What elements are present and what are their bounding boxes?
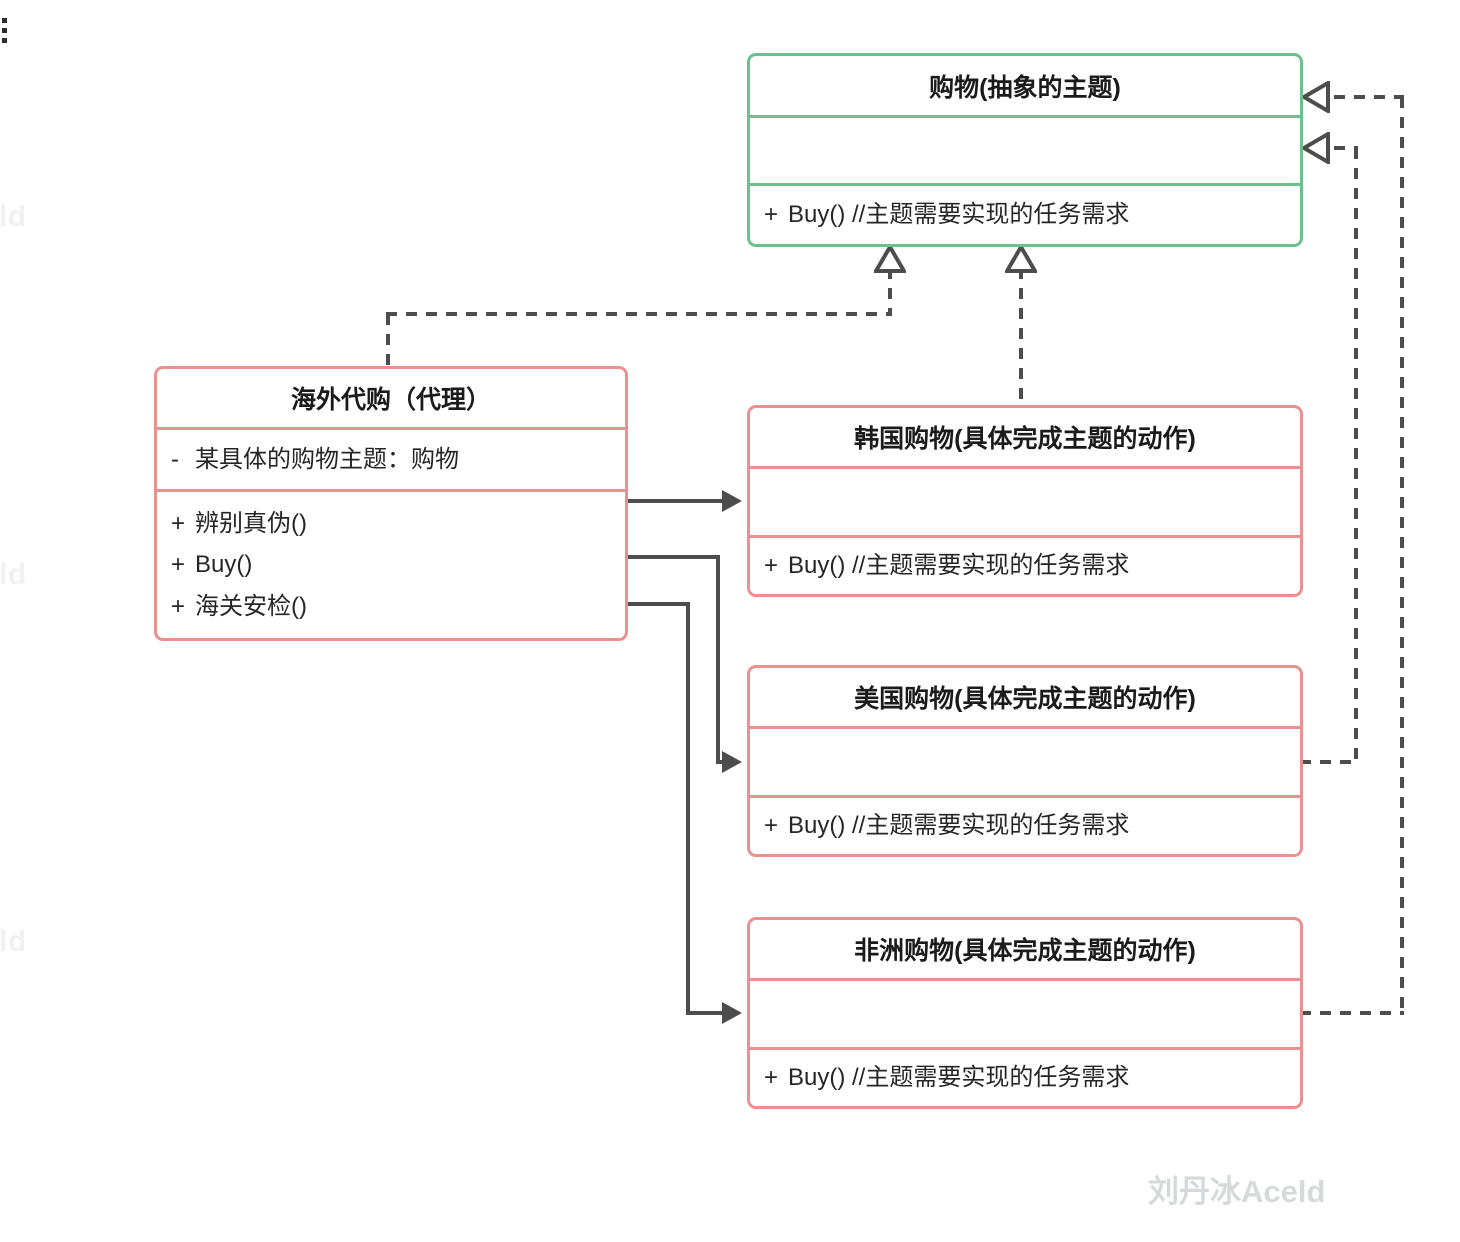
edge-watermark: eld — [0, 558, 27, 591]
member-text: 辨别真伪() — [195, 510, 307, 538]
relation-proxy-usa-segment-h2 — [716, 760, 726, 764]
class-attributes-africa — [750, 981, 1300, 1047]
author-watermark: 刘丹冰Aceld — [1148, 1174, 1326, 1209]
class-member-row: -某具体的购物主题：购物 — [171, 439, 625, 480]
class-methods-africa: + Buy() //主题需要实现的任务需求 — [750, 1050, 1300, 1106]
class-title-usa: 美国购物(具体完成主题的动作) — [854, 685, 1196, 713]
member-text: Buy() //主题需要实现的任务需求 — [788, 200, 1130, 228]
class-divider — [750, 978, 1300, 981]
class-member-row: + Buy() //主题需要实现的任务需求 — [764, 805, 1300, 846]
relation-usa-subject-segment-h2 — [1334, 146, 1358, 150]
class-title-africa: 非洲购物(具体完成主题的动作) — [854, 937, 1196, 965]
class-box-proxy[interactable]: 海外代购（代理） -某具体的购物主题：购物 + 辨别真伪() + Buy() + 海关… — [154, 366, 628, 641]
class-member-row: + Buy() — [171, 544, 625, 585]
relation-proxy-korea-segment-h — [628, 499, 726, 503]
realization-arrowhead-left-africa — [1302, 81, 1330, 113]
vertical-ellipsis-icon — [2, 18, 12, 50]
member-text: 某具体的购物主题：购物 — [195, 445, 459, 473]
relation-proxy-africa-segment-h2 — [686, 1011, 726, 1015]
class-member-row: + 辨别真伪() — [171, 503, 625, 544]
relation-proxy-usa-segment-h1 — [628, 555, 720, 559]
visibility-marker: + — [764, 552, 779, 580]
relation-usa-subject-segment-h1 — [1300, 760, 1358, 764]
association-arrowhead-usa — [722, 751, 742, 773]
visibility-marker: + — [171, 551, 186, 579]
member-text: Buy() //主题需要实现的任务需求 — [788, 552, 1130, 580]
class-box-africa[interactable]: 非洲购物(具体完成主题的动作) + Buy() //主题需要实现的任务需求 — [747, 917, 1303, 1109]
member-text: Buy() //主题需要实现的任务需求 — [788, 1064, 1130, 1092]
visibility-marker: - — [171, 445, 179, 473]
class-divider — [750, 1047, 1300, 1050]
visibility-marker: + — [171, 510, 186, 538]
relation-africa-subject-segment-v — [1400, 97, 1404, 1015]
association-arrowhead-korea — [722, 490, 742, 512]
member-text: 海关安检() — [195, 592, 307, 620]
class-member-row: + Buy() //主题需要实现的任务需求 — [764, 1057, 1300, 1098]
class-divider — [750, 115, 1300, 118]
class-methods-korea: + Buy() //主题需要实现的任务需求 — [750, 538, 1300, 594]
class-methods-usa: + Buy() //主题需要实现的任务需求 — [750, 798, 1300, 854]
class-divider — [750, 726, 1300, 729]
visibility-marker: + — [171, 592, 186, 620]
visibility-marker: + — [764, 1064, 779, 1092]
class-divider — [157, 489, 625, 492]
class-divider — [750, 535, 1300, 538]
relation-proxy-subject-segment-v2 — [888, 268, 892, 316]
class-attributes-usa — [750, 729, 1300, 795]
class-member-row: + 海关安检() — [171, 586, 625, 627]
class-divider — [750, 183, 1300, 186]
class-divider — [750, 795, 1300, 798]
relation-usa-subject-segment-v — [1354, 148, 1358, 762]
class-divider — [750, 466, 1300, 469]
realization-arrowhead-up-korea — [1005, 245, 1037, 273]
relation-proxy-africa-segment-v — [686, 602, 690, 1013]
relation-proxy-usa-segment-v — [716, 555, 720, 762]
edge-watermark: eld — [0, 200, 27, 233]
class-methods-subject: + Buy() //主题需要实现的任务需求 — [750, 186, 1300, 243]
class-member-row: + Buy() //主题需要实现的任务需求 — [764, 194, 1300, 235]
class-box-subject[interactable]: 购物(抽象的主题) + Buy() //主题需要实现的任务需求 — [747, 53, 1303, 247]
class-attributes-korea — [750, 469, 1300, 535]
relation-proxy-subject-segment-v — [386, 314, 390, 368]
class-methods-proxy: + 辨别真伪() + Buy() + 海关安检() — [157, 492, 625, 638]
relation-proxy-africa-segment-h1 — [628, 602, 690, 606]
class-title-korea: 韩国购物(具体完成主题的动作) — [854, 425, 1196, 453]
visibility-marker: + — [764, 812, 779, 840]
class-divider — [157, 427, 625, 430]
class-box-korea[interactable]: 韩国购物(具体完成主题的动作) + Buy() //主题需要实现的任务需求 — [747, 405, 1303, 597]
member-text: Buy() — [195, 551, 253, 579]
class-member-row: + Buy() //主题需要实现的任务需求 — [764, 545, 1300, 586]
class-attributes-subject — [750, 118, 1300, 183]
visibility-marker: + — [764, 200, 779, 228]
relation-proxy-subject-segment-h — [386, 312, 892, 316]
class-title-proxy: 海外代购（代理） — [290, 386, 491, 414]
relation-korea-subject-segment-v — [1019, 268, 1023, 408]
edge-watermark: eld — [0, 925, 27, 958]
class-attributes-proxy: -某具体的购物主题：购物 — [157, 430, 625, 489]
class-box-usa[interactable]: 美国购物(具体完成主题的动作) + Buy() //主题需要实现的任务需求 — [747, 665, 1303, 857]
relation-africa-subject-segment-h1 — [1300, 1011, 1404, 1015]
relation-africa-subject-segment-h2 — [1334, 95, 1404, 99]
member-text: Buy() //主题需要实现的任务需求 — [788, 812, 1130, 840]
realization-arrowhead-left-usa — [1302, 132, 1330, 164]
association-arrowhead-africa — [722, 1002, 742, 1024]
class-title-subject: 购物(抽象的主题) — [929, 73, 1121, 102]
realization-arrowhead-up-proxy — [874, 245, 906, 273]
